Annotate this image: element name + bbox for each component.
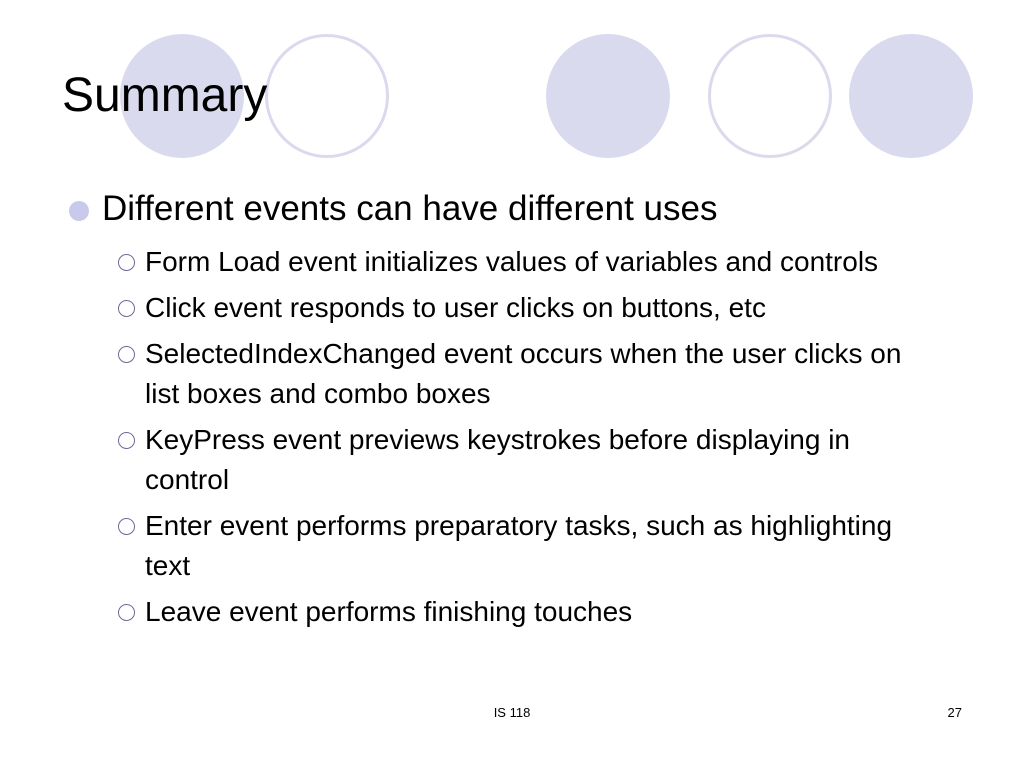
sub-bullet-text: SelectedIndexChanged event occurs when t… bbox=[145, 338, 902, 409]
filled-circle-bullet-icon bbox=[69, 201, 89, 221]
decorative-circle-filled bbox=[849, 34, 973, 158]
hollow-circle-bullet-icon bbox=[118, 300, 135, 317]
sub-bullet-item: Form Load event initializes values of va… bbox=[116, 242, 915, 282]
main-bullet-text: Different events can have different uses bbox=[102, 189, 718, 228]
sub-bullet-list: Form Load event initializes values of va… bbox=[116, 242, 962, 632]
sub-bullet-text: Form Load event initializes values of va… bbox=[145, 246, 879, 277]
sub-bullet-item: Click event responds to user clicks on b… bbox=[116, 288, 915, 328]
hollow-circle-bullet-icon bbox=[118, 518, 135, 535]
decorative-circle-outline bbox=[708, 34, 832, 158]
sub-bullet-item: Enter event performs preparatory tasks, … bbox=[116, 506, 915, 586]
hollow-circle-bullet-icon bbox=[118, 604, 135, 621]
decorative-circle-outline bbox=[265, 34, 389, 158]
sub-bullet-text: Leave event performs finishing touches bbox=[145, 596, 633, 627]
sub-bullet-text: Click event responds to user clicks on b… bbox=[145, 292, 766, 323]
slide-title: Summary bbox=[62, 69, 268, 122]
main-bullet-item: Different events can have different uses bbox=[62, 184, 962, 234]
sub-bullet-item: KeyPress event previews keystrokes befor… bbox=[116, 420, 915, 500]
footer-course-label: IS 118 bbox=[493, 705, 531, 720]
sub-bullet-item: SelectedIndexChanged event occurs when t… bbox=[116, 334, 915, 414]
footer-page-number: 27 bbox=[947, 705, 962, 720]
hollow-circle-bullet-icon bbox=[118, 432, 135, 449]
sub-bullet-item: Leave event performs finishing touches bbox=[116, 592, 915, 632]
decorative-circle-filled bbox=[120, 34, 244, 158]
sub-bullet-text: KeyPress event previews keystrokes befor… bbox=[145, 424, 851, 495]
slide-content: Different events can have different uses… bbox=[62, 184, 962, 638]
hollow-circle-bullet-icon bbox=[118, 254, 135, 271]
decorative-circle-filled bbox=[546, 34, 670, 158]
hollow-circle-bullet-icon bbox=[118, 346, 135, 363]
sub-bullet-text: Enter event performs preparatory tasks, … bbox=[145, 510, 893, 581]
